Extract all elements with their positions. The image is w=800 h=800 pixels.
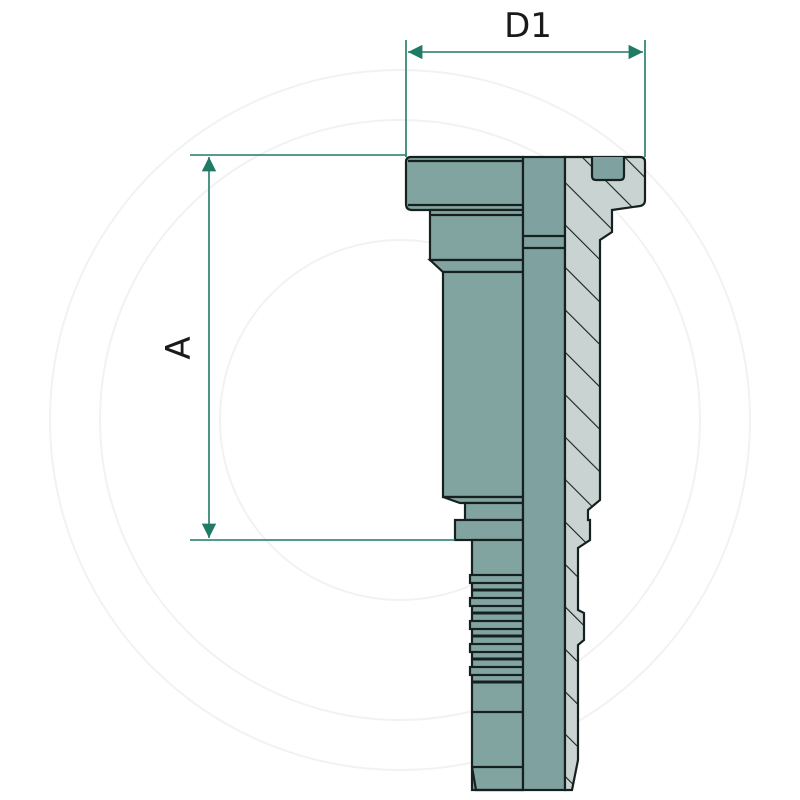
dimension-label-a: A — [159, 336, 199, 359]
dimension-a: A — [159, 154, 455, 541]
dimension-d1: D1 — [405, 6, 646, 157]
dimension-label-d1: D1 — [504, 6, 552, 46]
fitting-bore — [521, 155, 567, 792]
fitting-exterior — [404, 155, 525, 792]
fitting-section — [563, 155, 647, 792]
